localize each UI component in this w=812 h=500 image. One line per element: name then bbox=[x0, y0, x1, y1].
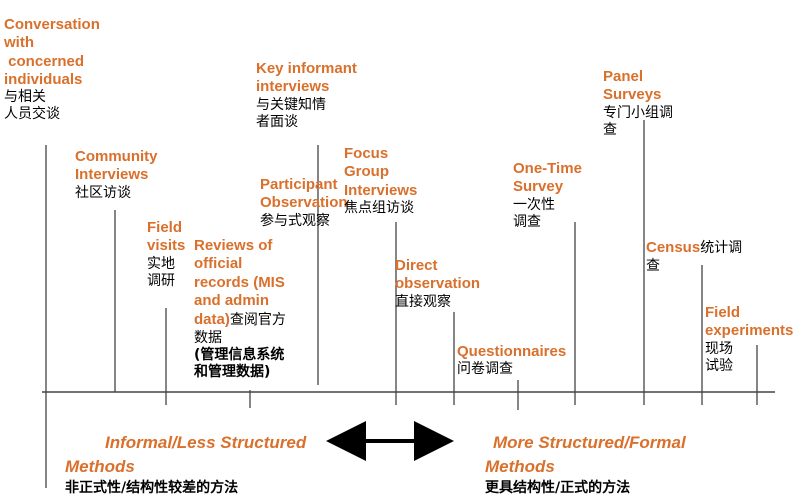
method-en-line: Surveys bbox=[603, 86, 662, 104]
axis-en-line: More Structured/Formal bbox=[493, 433, 686, 452]
method-census: Census统计调 查 bbox=[646, 238, 742, 275]
method-zh-line: 试验 bbox=[705, 357, 733, 374]
method-en-line: One-Time bbox=[513, 160, 582, 177]
method-zh-line: 和管理数据) bbox=[194, 363, 271, 380]
method-en-line: Interviews bbox=[75, 166, 149, 184]
method-en-line: Panel bbox=[603, 68, 644, 85]
method-panel-surveys: Panel Surveys 专门小组调 查 bbox=[603, 68, 673, 139]
method-en-line: interviews bbox=[256, 78, 330, 96]
method-focus-group: Focus Group Interviews 焦点组访谈 bbox=[344, 145, 417, 217]
axis-zh-line: 非正式性/结构性较差的方法 bbox=[65, 479, 239, 496]
method-zh-line: 一次性 bbox=[513, 196, 555, 213]
axis-zh-line: 更具结构性/正式的方法 bbox=[485, 479, 631, 496]
axis-en-line: Methods bbox=[65, 456, 135, 476]
method-zh-line: 者面谈 bbox=[256, 113, 298, 130]
method-en-line: Questionnaires bbox=[457, 343, 567, 360]
method-participant-observation: Participant Observation 参与式观察 bbox=[260, 176, 348, 230]
formal-methods-label: More Structured/Formal Methods 更具结构性/正式的… bbox=[485, 431, 686, 498]
method-reviews: Reviews of official records (MIS and adm… bbox=[194, 237, 286, 381]
method-en-line: Focus bbox=[344, 145, 389, 162]
method-en-line: Field bbox=[147, 219, 183, 236]
method-en-line: Interviews bbox=[344, 181, 418, 199]
method-zh-line: 调研 bbox=[147, 272, 175, 289]
method-en-line: observation bbox=[395, 275, 481, 293]
method-conversation: Conversation with concerned individuals … bbox=[4, 16, 100, 123]
axis-en-line: Informal/Less Structured bbox=[105, 433, 307, 452]
method-key-informant: Key informant interviews 与关键知情 者面谈 bbox=[256, 60, 357, 131]
method-en-line: official bbox=[194, 255, 243, 273]
method-field-visits: Field visits 实地 调研 bbox=[147, 219, 185, 290]
method-zh-line: 焦点组访谈 bbox=[344, 199, 414, 216]
method-en-line: Observation bbox=[260, 194, 348, 212]
method-community: Community Interviews 社区访谈 bbox=[75, 148, 158, 202]
method-en-line: Census bbox=[646, 239, 701, 256]
method-zh-line: 直接观察 bbox=[395, 293, 451, 310]
method-field-experiments: Field experiments 现场 试验 bbox=[705, 304, 793, 375]
method-zh-line: 实地 bbox=[147, 255, 175, 272]
informal-methods-label: Informal/Less Structured Methods 非正式性/结构… bbox=[65, 431, 306, 498]
method-zh-line: 与关键知情 bbox=[256, 96, 326, 113]
method-en-line: Reviews of bbox=[194, 237, 273, 254]
method-en-line: Survey bbox=[513, 178, 564, 196]
method-one-time-survey: One-Time Survey 一次性 调查 bbox=[513, 160, 582, 231]
method-en-line: Community bbox=[75, 148, 158, 165]
method-en-line: Direct bbox=[395, 257, 438, 274]
method-zh-line: 数据 bbox=[194, 329, 222, 346]
method-zh-line: 与相关 bbox=[4, 89, 46, 106]
method-zh-line: 统计调 bbox=[700, 240, 743, 256]
method-en-line: Group bbox=[344, 163, 389, 181]
method-en-line: experiments bbox=[705, 322, 794, 340]
method-zh-line: 现场 bbox=[705, 340, 733, 357]
axis-en-line: Methods bbox=[485, 456, 555, 476]
method-zh-line: 调查 bbox=[513, 213, 541, 230]
method-zh-line: 查 bbox=[603, 121, 617, 138]
method-zh-line: 社区访谈 bbox=[75, 184, 131, 201]
method-zh-line: 人员交谈 bbox=[4, 106, 60, 123]
method-en-line: with bbox=[4, 34, 34, 52]
method-zh-line: (管理信息系统 bbox=[194, 346, 285, 363]
method-en-line: concerned bbox=[4, 52, 85, 70]
method-questionnaires: Questionnaires 问卷调查 bbox=[457, 343, 566, 378]
method-en-line: Key informant bbox=[256, 60, 357, 77]
method-en-line: Conversation bbox=[4, 16, 100, 33]
method-en-line: individuals bbox=[4, 70, 83, 88]
method-en-line: visits bbox=[147, 237, 186, 255]
method-en-line: Field bbox=[705, 304, 741, 321]
method-en-line: records (MIS bbox=[194, 273, 285, 291]
method-zh-line: 专门小组调 bbox=[603, 104, 673, 121]
method-en-line: data) bbox=[194, 311, 230, 329]
method-en-line: Participant bbox=[260, 176, 338, 193]
method-direct-observation: Direct observation 直接观察 bbox=[395, 257, 480, 311]
method-zh-line: 参与式观察 bbox=[260, 212, 330, 229]
method-zh-line: 问卷调查 bbox=[457, 361, 513, 378]
method-en-line: and admin bbox=[194, 291, 270, 309]
method-zh-line: 查阅官方 bbox=[229, 312, 286, 329]
method-zh-line: 查 bbox=[646, 257, 660, 274]
